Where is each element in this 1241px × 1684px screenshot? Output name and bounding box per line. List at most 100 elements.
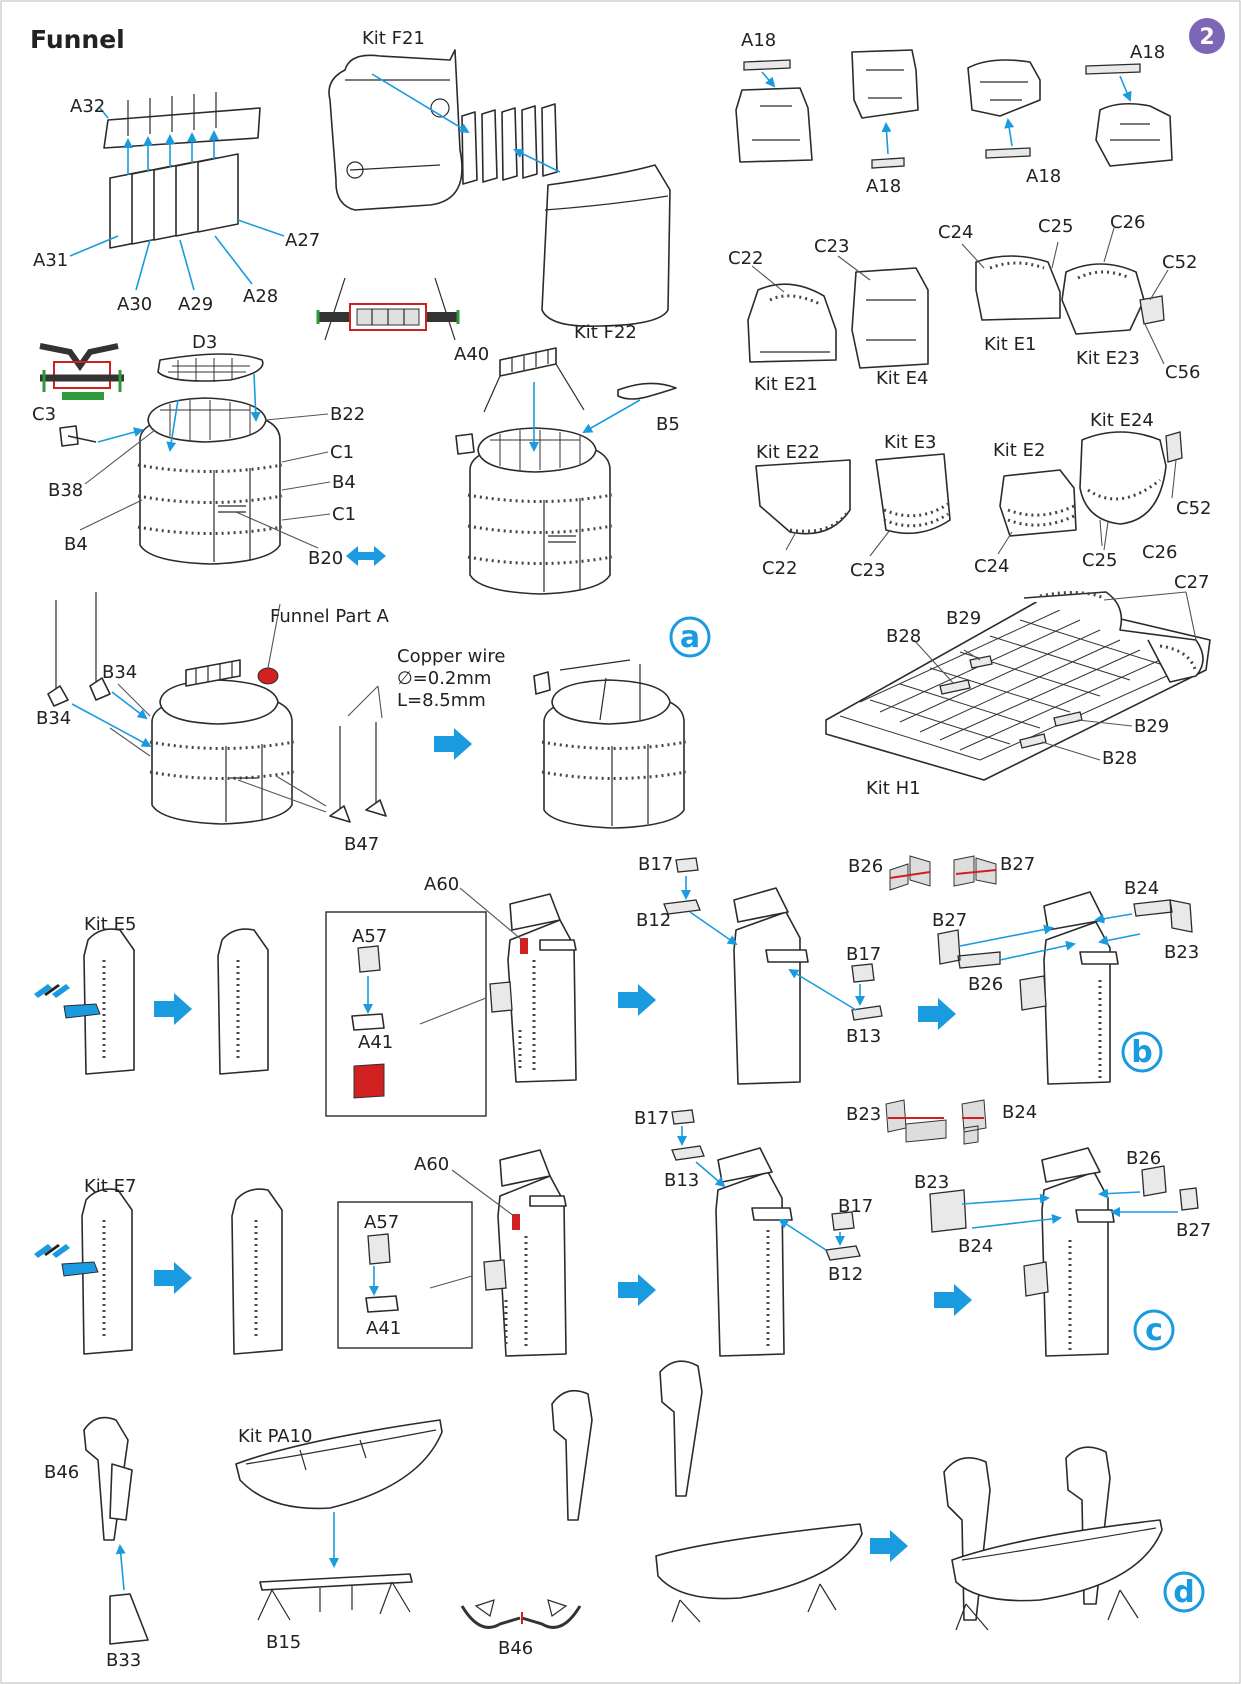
label-b24-c: B24	[958, 1236, 993, 1257]
label-b46-bottom: B46	[498, 1638, 533, 1659]
arrow-right-icon	[934, 1284, 972, 1316]
fin-arrows	[123, 130, 219, 175]
step-circle-c	[1133, 1309, 1175, 1351]
label-b47: B47	[344, 834, 379, 855]
label-b24-b: B24	[1124, 878, 1159, 899]
step-c-diagram: Kit E7 A57 A41 A60 B17 B13 B17 B12	[34, 1099, 1211, 1357]
wire-label: Copper wire	[397, 646, 505, 667]
label-a31: A31	[33, 250, 68, 271]
label-b28-bottom: B28	[1102, 748, 1137, 769]
label-b27-b-top: B27	[1000, 854, 1035, 875]
label-a29: A29	[178, 294, 213, 315]
b23-b24-detail	[885, 1099, 987, 1145]
label-b5: B5	[656, 414, 680, 435]
part-kit-f21	[328, 49, 463, 211]
label-b17-c-top: B17	[634, 1108, 669, 1129]
label-d3: D3	[192, 332, 217, 353]
wire-diameter: ∅=0.2mm	[397, 668, 491, 689]
label-c22-mid: C22	[728, 248, 763, 269]
c3-detail	[39, 343, 124, 400]
label-c1-top: C1	[330, 442, 354, 463]
label-b13-b: B13	[846, 1026, 881, 1047]
platforms-low-row: Kit E22 Kit E3 Kit E2 Kit E24 C52 C22 C2…	[755, 410, 1211, 581]
label-kit-e21: Kit E21	[754, 374, 818, 395]
step-a-letter: a	[680, 620, 700, 655]
label-a60-c: A60	[414, 1154, 449, 1175]
label-kit-e4: Kit E4	[876, 368, 928, 389]
label-c26-low: C26	[1142, 542, 1177, 563]
label-b27-c: B27	[1176, 1220, 1211, 1241]
b46-pe-detail	[460, 1599, 582, 1629]
arrow-right-icon	[918, 998, 956, 1030]
label-b17-b-bottom: B17	[846, 944, 881, 965]
fin-plates-f	[461, 103, 558, 185]
label-b26-b-top: B26	[848, 856, 883, 877]
label-b29-top: B29	[946, 608, 981, 629]
platforms-mid-row: C22 C23 C24 C25 C26 C52 C56 Kit E21 Kit …	[728, 212, 1200, 395]
label-a30: A30	[117, 294, 152, 315]
pe-strip-detail	[316, 277, 460, 341]
label-a27: A27	[285, 230, 320, 251]
wire-length: L=8.5mm	[397, 690, 486, 711]
label-b28-top: B28	[886, 626, 921, 647]
label-b26-b: B26	[968, 974, 1003, 995]
fin-plates	[109, 153, 239, 249]
label-kit-e2: Kit E2	[993, 440, 1045, 461]
label-kit-h1: Kit H1	[866, 778, 921, 799]
label-a41-b: A41	[358, 1032, 393, 1053]
step-d-diagram: B46 B33 Kit PA10 B15 B46 d	[44, 1360, 1205, 1671]
step-circle-a	[669, 616, 711, 658]
label-b20: B20	[308, 548, 343, 569]
part-d3	[157, 353, 264, 382]
label-b4-right: B4	[332, 472, 356, 493]
label-b12-c: B12	[828, 1264, 863, 1285]
arrow-right-icon	[618, 1274, 656, 1306]
label-c25-low: C25	[1082, 550, 1117, 571]
color-strip-icon	[34, 984, 70, 998]
b26-b27-detail	[889, 855, 997, 891]
arrow-right-icon	[154, 1262, 192, 1294]
arrow-right-icon	[154, 993, 192, 1025]
label-c24-mid: C24	[938, 222, 973, 243]
label-b17-b-top: B17	[638, 854, 673, 875]
label-b34-top: B34	[102, 662, 137, 683]
label-b23-c-top: B23	[846, 1104, 881, 1125]
label-a32: A32	[70, 96, 105, 117]
label-b17-c-bottom: B17	[838, 1196, 873, 1217]
label-c23-low: C23	[850, 560, 885, 581]
label-kit-e3: Kit E3	[884, 432, 936, 453]
page-number-badge: 2	[1189, 18, 1225, 54]
fin-slots	[127, 92, 217, 136]
label-a18-4: A18	[1130, 42, 1165, 63]
step-circle-d	[1163, 1571, 1205, 1613]
color-strip-icon	[34, 1244, 70, 1258]
arrow-right-icon	[434, 728, 472, 760]
label-c3: C3	[32, 404, 56, 425]
label-c27: C27	[1174, 572, 1209, 593]
label-a18-2: A18	[866, 176, 901, 197]
label-kit-e1: Kit E1	[984, 334, 1036, 355]
label-b29-bottom: B29	[1134, 716, 1169, 737]
label-kit-e22: Kit E22	[756, 442, 820, 463]
label-b27-b: B27	[932, 910, 967, 931]
step-b-letter: b	[1131, 1035, 1152, 1070]
label-a57-b: A57	[352, 926, 387, 947]
label-kit-f21: Kit F21	[362, 28, 425, 49]
label-funnel-part-a: Funnel Part A	[270, 606, 390, 627]
label-b33: B33	[106, 1650, 141, 1671]
label-a18-1: A18	[741, 30, 776, 51]
label-b24-c-top: B24	[1002, 1102, 1037, 1123]
deck-plate	[825, 599, 1211, 781]
label-kit-e7: Kit E7	[84, 1176, 136, 1197]
label-kit-e24: Kit E24	[1090, 410, 1154, 431]
label-a28: A28	[243, 286, 278, 307]
label-a60-b: A60	[424, 874, 459, 895]
double-arrow-icon	[346, 546, 386, 566]
label-b34-left: B34	[36, 708, 71, 729]
label-c52-mid: C52	[1162, 252, 1197, 273]
funnel-assembly-right: A40 B5	[454, 344, 680, 595]
arrow-right-icon	[870, 1530, 908, 1562]
label-a41-c: A41	[366, 1318, 401, 1339]
